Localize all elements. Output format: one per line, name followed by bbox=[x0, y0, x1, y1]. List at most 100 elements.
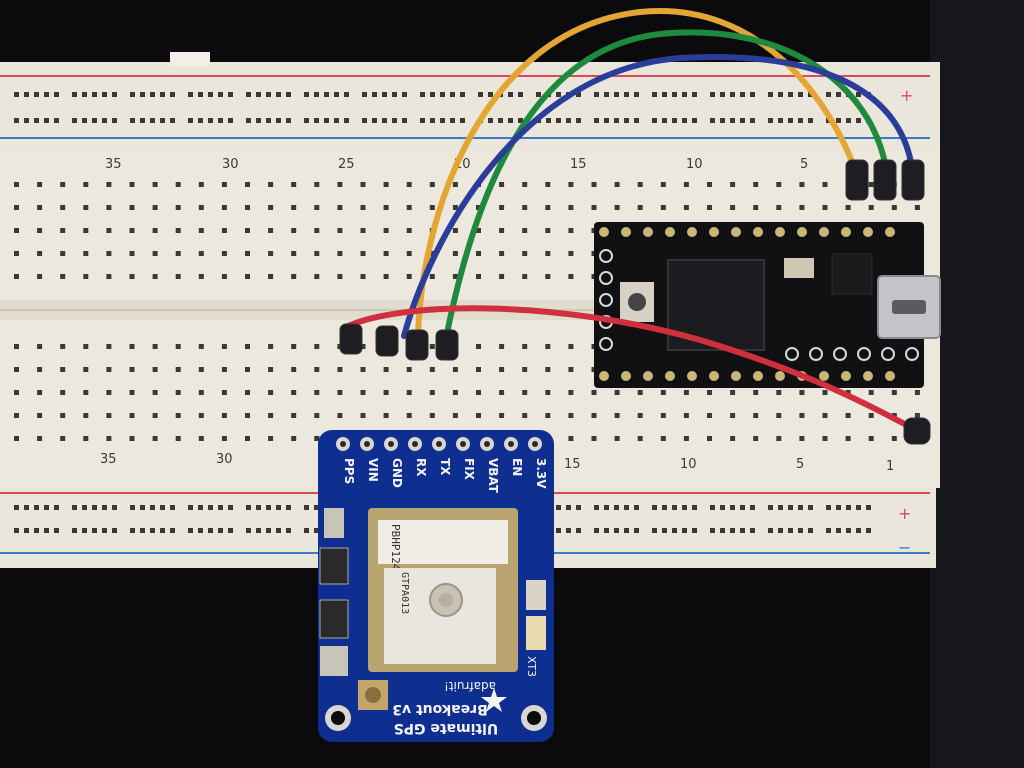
terminal-hole bbox=[60, 228, 66, 233]
terminal-hole bbox=[314, 228, 320, 233]
rail-hole bbox=[246, 528, 251, 533]
rail-hole bbox=[768, 505, 773, 510]
rail-hole bbox=[402, 118, 407, 123]
terminal-hole bbox=[406, 251, 412, 256]
module-model: GTPA013 bbox=[399, 572, 410, 614]
terminal-hole bbox=[268, 390, 274, 395]
wire-orange bbox=[415, 8, 859, 343]
rail-hole bbox=[508, 92, 513, 97]
terminal-hole bbox=[221, 251, 227, 256]
module-label-sticker bbox=[378, 520, 508, 564]
rail-hole bbox=[788, 505, 793, 510]
terminal-hole bbox=[198, 205, 204, 210]
terminal-hole bbox=[268, 228, 274, 233]
terminal-hole bbox=[776, 182, 782, 187]
bottom-pad bbox=[809, 347, 823, 361]
rail-hole bbox=[682, 118, 687, 123]
header-pin bbox=[709, 227, 719, 237]
rail-hole bbox=[82, 528, 87, 533]
terminal-hole bbox=[291, 251, 297, 256]
terminal-hole bbox=[730, 205, 736, 210]
terminal-hole bbox=[314, 413, 320, 418]
rail-hole bbox=[710, 528, 715, 533]
wire-green bbox=[443, 29, 889, 341]
rail-hole bbox=[856, 118, 861, 123]
rail-hole bbox=[24, 528, 29, 533]
header-pin bbox=[643, 371, 653, 381]
terminal-hole bbox=[106, 413, 112, 418]
bottom-number: 5 bbox=[796, 457, 804, 472]
terminal-hole bbox=[291, 367, 297, 372]
terminal-hole bbox=[106, 228, 112, 233]
rail-hole bbox=[576, 505, 581, 510]
wire-plug bbox=[339, 323, 363, 355]
terminal-hole bbox=[545, 205, 551, 210]
rail-hole bbox=[778, 92, 783, 97]
rail-hole bbox=[228, 92, 233, 97]
header-pin bbox=[753, 227, 763, 237]
terminal-hole bbox=[499, 182, 505, 187]
terminal-hole bbox=[568, 228, 574, 233]
rail-hole bbox=[652, 92, 657, 97]
rail-hole bbox=[34, 118, 39, 123]
rail-hole bbox=[256, 118, 261, 123]
terminal-hole bbox=[152, 367, 158, 372]
rail-hole bbox=[382, 92, 387, 97]
terminal-hole bbox=[60, 413, 66, 418]
terminal-hole bbox=[383, 413, 389, 418]
terminal-hole bbox=[406, 182, 412, 187]
rail-hole bbox=[614, 92, 619, 97]
terminal-hole bbox=[175, 344, 181, 349]
rail-hole bbox=[304, 118, 309, 123]
terminal-hole bbox=[499, 251, 505, 256]
terminal-hole bbox=[60, 205, 66, 210]
terminal-hole bbox=[891, 436, 897, 441]
gps-pad-hole bbox=[340, 441, 346, 447]
rail-hole bbox=[440, 118, 445, 123]
terminal-hole bbox=[452, 182, 458, 187]
terminal-hole bbox=[891, 390, 897, 395]
terminal-hole bbox=[152, 390, 158, 395]
terminal-hole bbox=[799, 390, 805, 395]
terminal-hole bbox=[776, 205, 782, 210]
terminal-hole bbox=[522, 413, 528, 418]
terminal-hole bbox=[845, 436, 851, 441]
rail-hole bbox=[556, 505, 561, 510]
terminal-hole bbox=[83, 413, 89, 418]
terminal-hole bbox=[822, 205, 828, 210]
rail-hole bbox=[634, 92, 639, 97]
terminal-hole bbox=[545, 344, 551, 349]
rail-hole bbox=[130, 505, 135, 510]
reset-button-cap bbox=[628, 293, 646, 311]
terminal-hole bbox=[221, 274, 227, 279]
rail-hole bbox=[102, 505, 107, 510]
mounting-hole-center bbox=[527, 711, 541, 725]
terminal-hole bbox=[245, 367, 250, 372]
rail-hole bbox=[536, 92, 541, 97]
rail-hole bbox=[518, 118, 523, 123]
rail-hole bbox=[740, 528, 745, 533]
rail-hole bbox=[778, 505, 783, 510]
terminal-hole bbox=[83, 274, 89, 279]
terminal-hole bbox=[14, 390, 19, 395]
rail-hole bbox=[866, 528, 871, 533]
terminal-hole bbox=[591, 436, 597, 441]
bottom-rail-plus: + bbox=[898, 504, 911, 523]
wire-plug bbox=[375, 325, 399, 357]
terminal-hole bbox=[198, 182, 204, 187]
gps-breakout-board: PPS VIN GND RX TX FIX VBAT EN 3.3V PBHP1… bbox=[318, 430, 554, 742]
terminal-hole bbox=[429, 251, 435, 256]
terminal-hole bbox=[198, 413, 204, 418]
terminal-hole bbox=[152, 182, 158, 187]
rail-hole bbox=[594, 505, 599, 510]
rail-hole bbox=[208, 528, 213, 533]
terminal-hole bbox=[383, 251, 389, 256]
terminal-hole bbox=[545, 274, 551, 279]
terminal-hole bbox=[707, 413, 712, 418]
rail-hole bbox=[604, 92, 609, 97]
terminal-hole bbox=[175, 182, 181, 187]
bottom-pad bbox=[833, 347, 847, 361]
terminal-hole bbox=[360, 182, 366, 187]
rail-hole bbox=[372, 92, 377, 97]
rail-hole bbox=[304, 528, 309, 533]
